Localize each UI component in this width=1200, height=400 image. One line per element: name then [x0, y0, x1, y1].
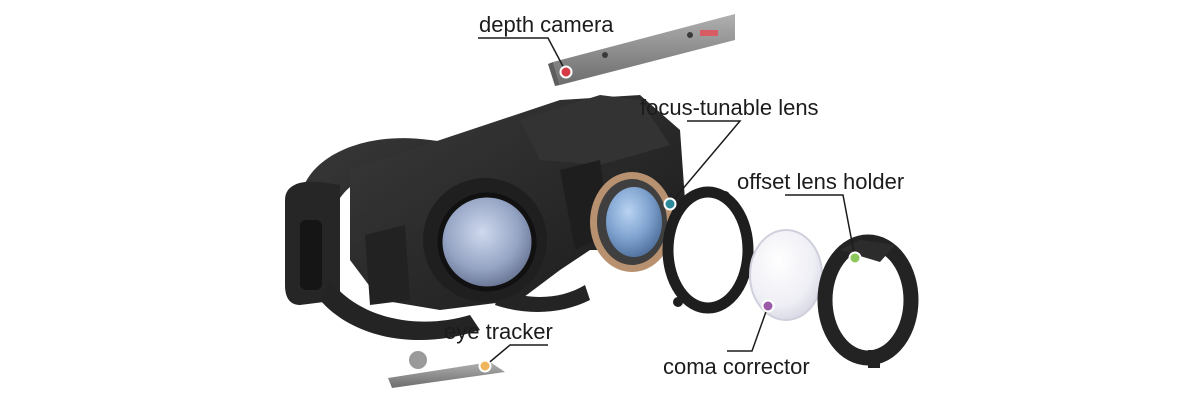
headset-housing [285, 95, 685, 340]
label-coma-corrector: coma corrector [663, 354, 810, 379]
label-offset-lens-holder: offset lens holder [737, 169, 905, 194]
label-depth-camera: depth camera [479, 12, 614, 37]
leader-focus-tunable-lens [669, 120, 742, 205]
eye-tracker-part [388, 351, 505, 388]
offset-lens-holder-part [817, 234, 919, 368]
coma-corrector-dot [761, 299, 775, 313]
label-eye-tracker: eye tracker [444, 319, 553, 344]
coma-corrector-part [749, 229, 823, 321]
leader-lines [478, 37, 856, 367]
focus-tunable-lens-part [590, 172, 674, 272]
focus-tunable-lens-dot [663, 197, 677, 211]
leader-offset-lens-holder [785, 194, 856, 259]
eye-tracker-dot [478, 359, 492, 373]
offset-lens-holder-dot [848, 251, 862, 265]
leader-eye-tracker [484, 344, 548, 367]
leader-depth-camera [478, 37, 567, 73]
leader-coma-corrector [727, 305, 769, 352]
lens-holder-ring [662, 186, 754, 314]
label-focus-tunable-lens: focus-tunable lens [640, 95, 819, 120]
depth-camera-part [548, 14, 735, 86]
depth-camera-dot [559, 65, 573, 79]
